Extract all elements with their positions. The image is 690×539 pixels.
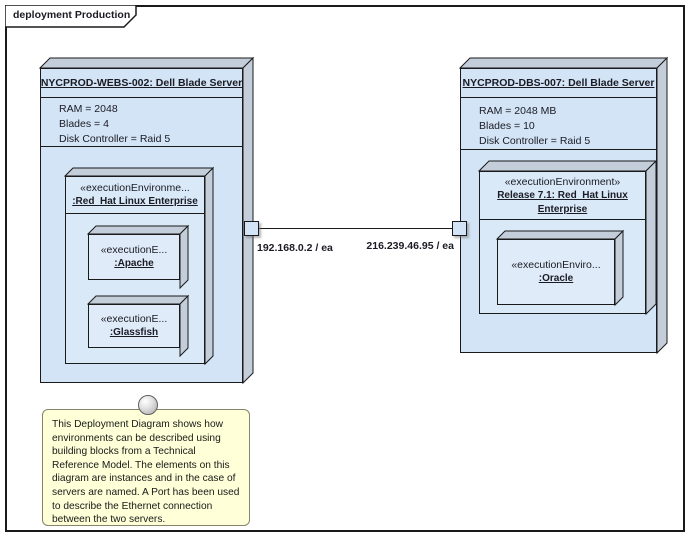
stereotype-label: «executionE... bbox=[100, 313, 168, 325]
stereotype-label: «executionE... bbox=[100, 244, 168, 256]
ip-address-label-left: 192.168.0.2 / ea bbox=[257, 242, 333, 254]
instance-name-label: :Oracle bbox=[538, 273, 574, 284]
execution-environment-redhat[interactable]: «executionEnvironme... :Red Hat Linux En… bbox=[63, 166, 215, 366]
exec-title-compartment: «executionEnvironme... :Red Hat Linux En… bbox=[66, 177, 204, 214]
node-nycprod-webs-002[interactable]: NYCPROD-WEBS-002: Dell Blade Server RAM … bbox=[38, 56, 255, 385]
node-nycprod-dbs-007[interactable]: NYCPROD-DBS-007: Dell Blade Server RAM =… bbox=[458, 56, 669, 355]
exec-front-face[interactable]: «executionEnvironme... :Red Hat Linux En… bbox=[65, 176, 205, 364]
instance-name-label: Release 7.1: Red Hat Linux bbox=[497, 190, 628, 201]
note-text-line: building blocks from a Technical bbox=[52, 446, 196, 458]
node-title: NYCPROD-DBS-007: Dell Blade Server bbox=[462, 77, 655, 89]
note-text-line: This Deployment Diagram shows how bbox=[52, 419, 223, 430]
stereotype-label: «executionEnvironme... bbox=[80, 182, 190, 194]
node-attributes: RAM = 2048 MB Blades = 10 Disk Controlle… bbox=[461, 98, 656, 150]
execution-environment-release71[interactable]: «executionEnvironment» Release 7.1: Red … bbox=[477, 159, 658, 316]
node-front-face[interactable]: NYCPROD-WEBS-002: Dell Blade Server RAM … bbox=[40, 68, 243, 383]
instance-name-label: Enterprise bbox=[537, 204, 588, 215]
attribute-line: Blades = 4 bbox=[59, 118, 109, 130]
apache-front-face[interactable]: «executionE... :Apache bbox=[88, 234, 180, 280]
glassfish-front-face[interactable]: «executionE... :Glassfish bbox=[88, 304, 180, 348]
exec-3d-faces bbox=[63, 166, 215, 366]
instance-name-label: :Glassfish bbox=[109, 327, 159, 338]
execution-environment-apache[interactable]: «executionE... :Apache bbox=[86, 224, 190, 290]
note-anchor-circle-icon bbox=[138, 395, 158, 415]
node-front-face[interactable]: NYCPROD-DBS-007: Dell Blade Server RAM =… bbox=[460, 68, 658, 353]
note-text-line: environments can be described using bbox=[52, 432, 221, 444]
node-attributes: RAM = 2048 Blades = 4 Disk Controller = … bbox=[41, 98, 242, 147]
exec-3d-faces bbox=[477, 159, 658, 316]
node-title: NYCPROD-WEBS-002: Dell Blade Server bbox=[40, 77, 243, 89]
port-webs-ethernet[interactable] bbox=[244, 221, 259, 236]
attribute-line: Blades = 10 bbox=[479, 120, 535, 132]
apache-3d-faces bbox=[86, 224, 190, 290]
attribute-line: Disk Controller = Raid 5 bbox=[59, 133, 171, 145]
ethernet-connector[interactable] bbox=[251, 228, 460, 229]
frame-tab-shape bbox=[5, 5, 137, 28]
node-title-compartment: NYCPROD-WEBS-002: Dell Blade Server bbox=[41, 69, 242, 98]
exec-front-face[interactable]: «executionEnvironment» Release 7.1: Red … bbox=[479, 171, 646, 314]
diagram-frame-tab: deployment Production bbox=[5, 5, 141, 28]
note-text-line: between the two servers. bbox=[52, 514, 166, 526]
exec-title-compartment: «executionEnvironment» Release 7.1: Red … bbox=[480, 172, 645, 220]
instance-name-label: :Red Hat Linux Enterprise bbox=[72, 196, 198, 207]
note-text-line: diagram are instances and in the case of bbox=[52, 473, 236, 485]
node-3d-faces bbox=[38, 56, 255, 385]
comment-note[interactable]: This Deployment Diagram shows how enviro… bbox=[42, 409, 250, 526]
oracle-front-face[interactable]: «executionEnviro... :Oracle bbox=[497, 239, 615, 305]
note-text-line: servers are named. A Port has been used bbox=[52, 486, 240, 498]
note-text-line: Reference Model. The elements on this bbox=[52, 459, 230, 471]
attribute-line: RAM = 2048 bbox=[59, 103, 118, 115]
attribute-line: Disk Controller = Raid 5 bbox=[479, 135, 591, 147]
attribute-line: RAM = 2048 MB bbox=[479, 105, 557, 117]
stereotype-label: «executionEnvironment» bbox=[504, 176, 621, 188]
execution-environment-oracle[interactable]: «executionEnviro... :Oracle bbox=[495, 229, 625, 307]
node-title-compartment: NYCPROD-DBS-007: Dell Blade Server bbox=[461, 69, 656, 98]
port-dbs-ethernet[interactable] bbox=[452, 221, 467, 236]
ip-address-label-right: 216.239.46.95 / ea bbox=[366, 240, 454, 252]
execution-environment-glassfish[interactable]: «executionE... :Glassfish bbox=[86, 294, 190, 358]
note-text-line: to describe the Ethernet connection bbox=[52, 500, 213, 512]
instance-name-label: :Apache bbox=[114, 258, 154, 269]
diagram-title: deployment Production bbox=[13, 9, 131, 21]
stereotype-label: «executionEnviro... bbox=[511, 259, 601, 271]
